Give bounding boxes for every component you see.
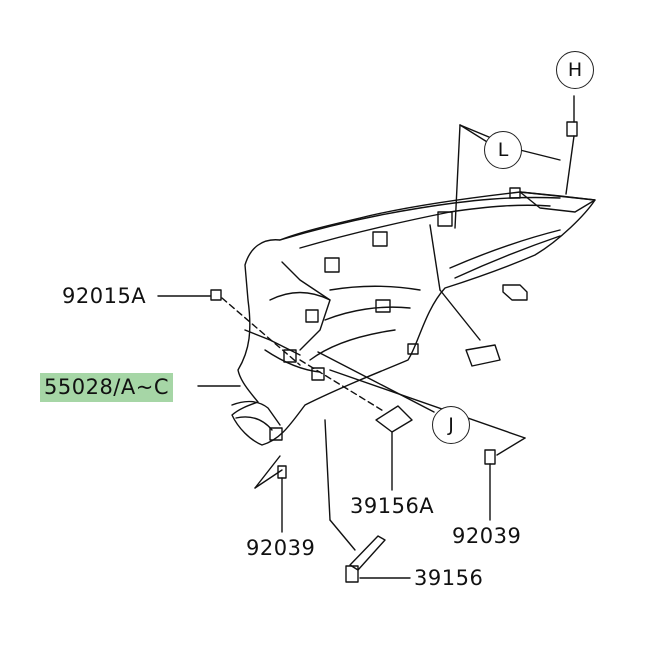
part-label-92039-left: 92039	[246, 536, 316, 560]
part-label-39156: 39156	[414, 566, 484, 590]
leader-j	[317, 351, 435, 413]
fairing-panel	[231, 187, 596, 446]
screw-92039-right	[329, 369, 526, 521]
callout-j: J	[432, 406, 470, 444]
part-label-92039-right: 92039	[452, 524, 522, 548]
strip-39156	[324, 419, 411, 583]
callout-h: H	[556, 51, 594, 89]
screw-92039-left	[254, 455, 287, 533]
rubber-block-middle	[429, 224, 501, 367]
screw-92015a	[157, 289, 301, 366]
part-label-92015a: 92015A	[62, 284, 147, 308]
clip-part-h	[565, 95, 578, 195]
part-label-39156a: 39156A	[350, 494, 435, 518]
rubber-block-upper	[502, 284, 528, 301]
part-label-55028: 55028/A~C	[40, 373, 174, 402]
callout-l: L	[484, 131, 522, 169]
block-39156a	[299, 359, 413, 491]
